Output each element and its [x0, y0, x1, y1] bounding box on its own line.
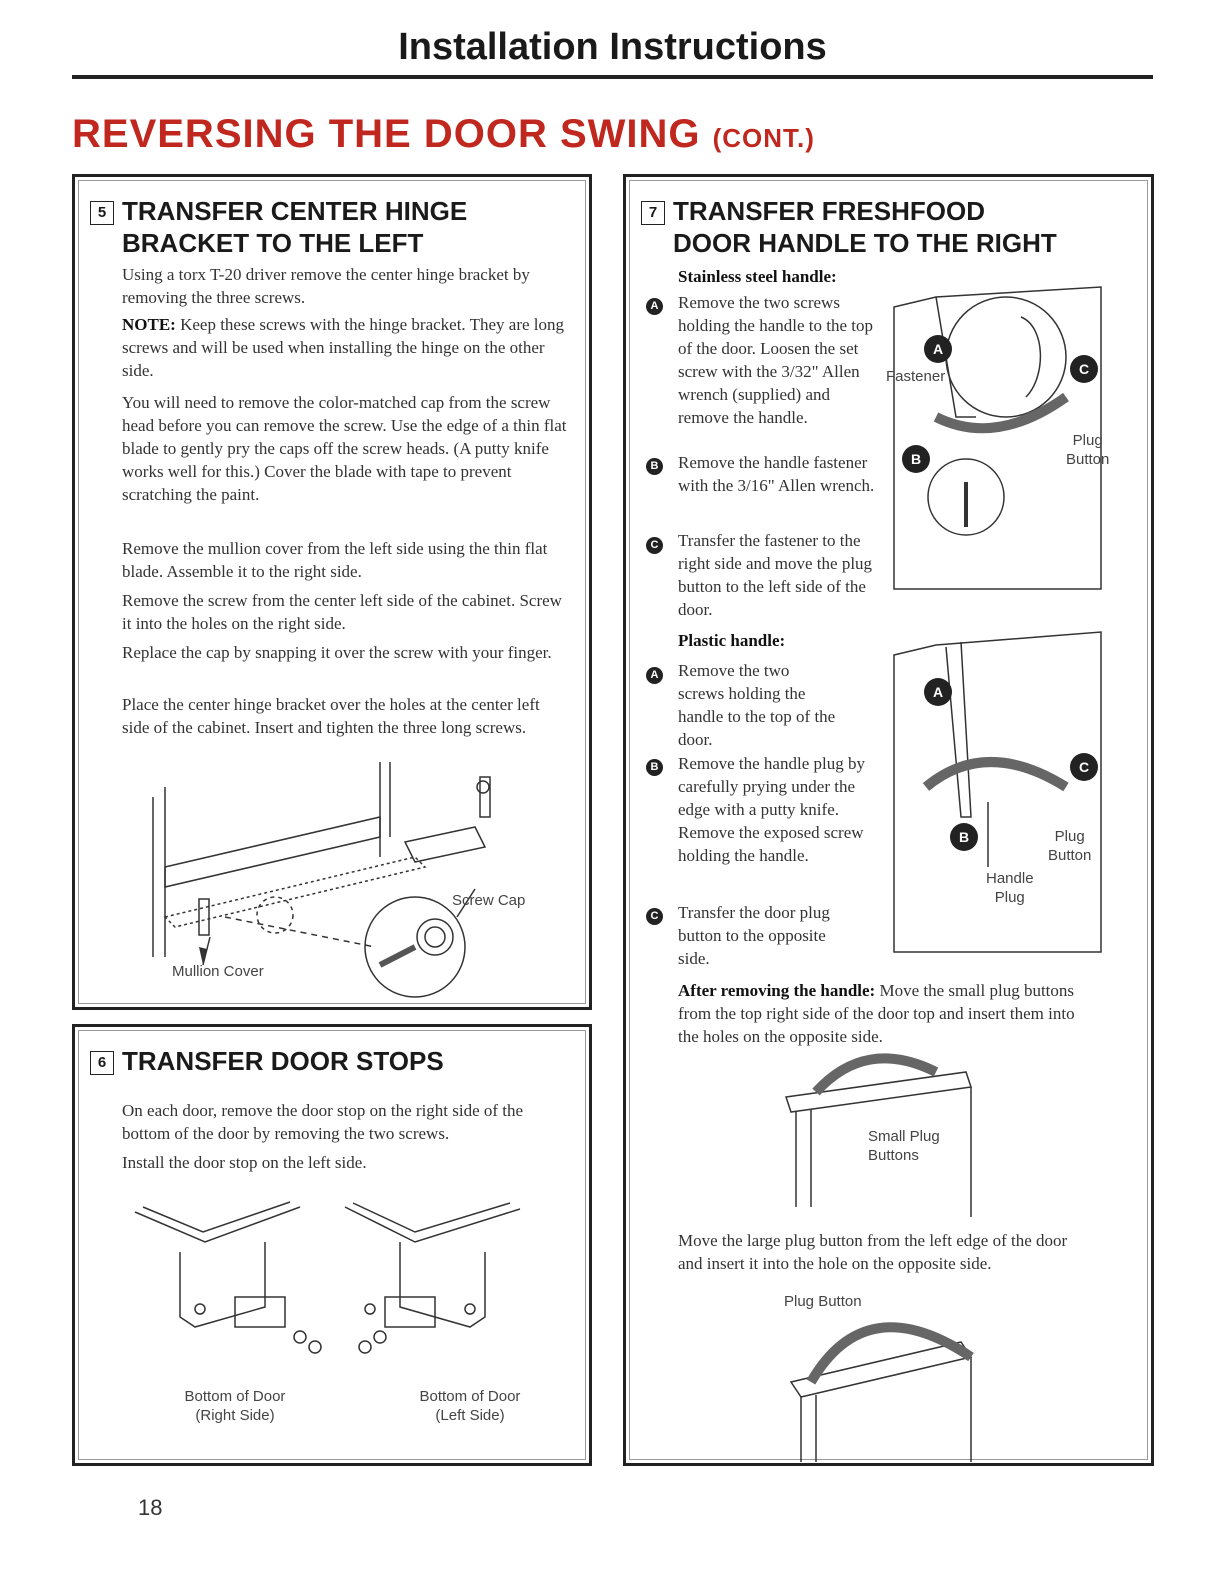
door-bottom-right-caption: Bottom of Door (Right Side) — [155, 1387, 315, 1425]
door-handle-illustrations: A C B A C B — [785, 286, 1102, 1462]
fig-marker-c2: C — [1079, 759, 1089, 775]
plug-label-2: Plug — [1054, 828, 1085, 845]
step-7-title-line1: TRANSFER FRESHFOOD — [673, 196, 985, 226]
screw-cap-label: Screw Cap — [452, 892, 526, 909]
step-5-p3: Remove the mullion cover from the left s… — [122, 539, 548, 581]
step-5-p1: Using a torx T-20 driver remove the cent… — [122, 265, 530, 307]
fig-marker-c1: C — [1079, 361, 1089, 377]
plastic-step-a: Remove the two screws holding the handle… — [678, 661, 836, 749]
door-bottom-left-caption-2: (Left Side) — [435, 1407, 505, 1424]
stainless-marker-b: B — [646, 458, 663, 475]
door-bottom-left-caption-1: Bottom of Door — [419, 1388, 521, 1405]
step-6-p1: On each door, remove the door stop on th… — [122, 1101, 524, 1143]
stainless-heading: Stainless steel handle: — [678, 267, 837, 286]
plug-button-label-2: Plug Button — [1048, 827, 1091, 865]
step-6-heading: 6 TRANSFER DOOR STOPS — [90, 1045, 444, 1077]
door-stops-illustration — [134, 1201, 521, 1354]
door-bottom-left-caption: Bottom of Door (Left Side) — [390, 1387, 550, 1425]
step-5-p6: Place the center hinge bracket over the … — [122, 695, 540, 737]
after-removing-text: After removing the handle: Move the smal… — [678, 979, 1088, 1048]
hinge-bracket-illustration — [152, 762, 491, 998]
step-5-p4: Remove the screw from the center left si… — [122, 591, 562, 633]
step-7-number: 7 — [641, 201, 665, 225]
fig-marker-a2: A — [933, 684, 943, 700]
step-6-panel: 6 TRANSFER DOOR STOPS On each door, remov… — [72, 1024, 592, 1466]
stainless-step-c: Transfer the fastener to the right side … — [678, 531, 873, 619]
small-plug-buttons-label: Small Plug Buttons — [868, 1127, 940, 1165]
plug-button-label-1: Plug Button — [1066, 431, 1109, 469]
step-7-panel: 7 TRANSFER FRESHFOOD DOOR HANDLE TO THE R… — [623, 174, 1154, 1466]
handle-label: Handle — [986, 870, 1034, 887]
step-7-heading: 7 TRANSFER FRESHFOOD DOOR HANDLE TO THE R… — [641, 195, 1057, 259]
step-5-p5: Replace the cap by snapping it over the … — [122, 643, 552, 662]
step-5-panel: 5 TRANSFER CENTER HINGE BRACKET TO THE LE… — [72, 174, 592, 1010]
step-7-title-line2: DOOR HANDLE TO THE RIGHT — [673, 228, 1057, 258]
door-bottom-right-caption-1: Bottom of Door — [184, 1388, 286, 1405]
step-6-title: TRANSFER DOOR STOPS — [122, 1046, 444, 1076]
after-removing-body: Move the small plug buttons from the top… — [678, 981, 1075, 1046]
header-rule — [72, 75, 1153, 79]
page-number: 18 — [138, 1495, 163, 1520]
small-plug-label: Small Plug — [868, 1128, 940, 1145]
step-6-number: 6 — [90, 1051, 114, 1075]
door-bottom-right-caption-2: (Right Side) — [195, 1407, 275, 1424]
step-5-title-line2: BRACKET TO THE LEFT — [122, 228, 424, 258]
fig-marker-b2: B — [959, 829, 969, 845]
plastic-marker-b: B — [646, 759, 663, 776]
main-title: REVERSING THE DOOR SWING (CONT.) — [72, 112, 815, 157]
step-5-title-line1: TRANSFER CENTER HINGE — [122, 196, 468, 226]
button-label-1: Button — [1066, 451, 1110, 468]
step-6-p2: Install the door stop on the left side. — [122, 1153, 367, 1172]
main-title-text: REVERSING THE DOOR SWING — [72, 112, 701, 156]
stainless-step-b: Remove the handle fastener with the 3/16… — [678, 453, 875, 495]
step-5-p2: You will need to remove the color-matche… — [122, 393, 567, 504]
after-removing-label: After removing the handle: — [678, 981, 876, 1000]
fig-marker-b1: B — [911, 451, 921, 467]
step-5-note-label: NOTE: — [122, 315, 176, 334]
large-plug-text: Move the large plug button from the left… — [678, 1231, 1068, 1273]
stainless-marker-a: A — [646, 298, 663, 315]
step-5-number: 5 — [90, 201, 114, 225]
button-label-2: Button — [1048, 847, 1092, 864]
step-5-note-text: Keep these screws with the hinge bracket… — [122, 315, 565, 380]
step-5-heading: 5 TRANSFER CENTER HINGE BRACKET TO THE LE… — [90, 195, 467, 259]
plug-label-1: Plug — [1072, 432, 1103, 449]
plug-label-3: Plug — [994, 889, 1025, 906]
plastic-marker-a: A — [646, 667, 663, 684]
plastic-step-c: Transfer the door plug button to the opp… — [678, 903, 830, 968]
mullion-cover-label: Mullion Cover — [172, 963, 264, 980]
plastic-heading: Plastic handle: — [678, 631, 786, 650]
fig-marker-a1: A — [933, 341, 943, 357]
plug-button-label-3: Plug Button — [784, 1293, 862, 1310]
handle-plug-label: Handle Plug — [986, 869, 1034, 907]
header-title: Installation Instructions — [398, 26, 827, 68]
buttons-label: Buttons — [868, 1147, 919, 1164]
stainless-marker-c: C — [646, 537, 663, 554]
step-5-note: NOTE: Keep these screws with the hinge b… — [122, 313, 572, 382]
stainless-step-a: Remove the two screws holding the handle… — [678, 293, 873, 427]
plastic-marker-c: C — [646, 908, 663, 925]
fastener-label: Fastener — [886, 368, 946, 385]
plastic-step-b: Remove the handle plug by carefully pryi… — [678, 754, 865, 865]
main-title-cont: (CONT.) — [712, 123, 815, 153]
